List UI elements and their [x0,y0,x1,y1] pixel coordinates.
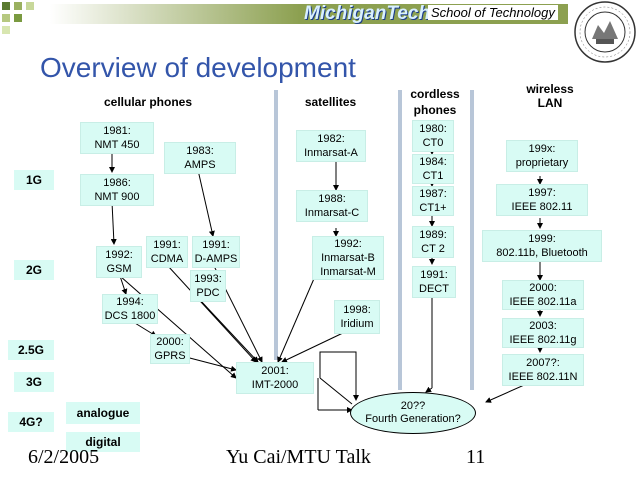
box-imt2000: 2001: IMT-2000 [236,362,314,394]
brand-logo: MichiganTech [304,3,430,24]
box-damps: 1991: D-AMPS [192,236,240,268]
legend-analogue: analogue [66,402,140,424]
gen-4g: 4G? [8,412,54,432]
box-nmt450: 1981: NMT 450 [80,122,154,154]
gen-2g: 2G [14,260,54,280]
box-ct0: 1980: CT0 [412,120,454,152]
box-bluetooth: 1999: 802.11b, Bluetooth [482,230,602,262]
column-header-wireless: wireless LAN [526,82,574,110]
box-nmt900: 1986: NMT 900 [80,174,154,206]
box-ct1plus: 1987: CT1+ [412,186,454,216]
box-dcs1800: 1994: DCS 1800 [102,294,158,324]
box-ieee80211g: 2003: IEEE 802.11g [502,318,584,348]
box-ct2: 1989: CT 2 [412,226,454,258]
column-header-cordless: cordless phones [410,87,460,117]
divider-wireless [470,90,474,390]
gen-2-5g: 2.5G [8,340,54,360]
divider-cordless [398,90,402,390]
gen-3g: 3G [14,372,54,392]
footer-author: Yu Cai/MTU Talk [226,446,371,468]
footer-date: 6/2/2005 [28,446,100,468]
box-dect: 1991: DECT [412,266,456,298]
column-header-cellular: cellular phones [103,95,193,109]
box-ieee80211: 1997: IEEE 802.11 [496,184,588,216]
box-ieee80211a: 2000: IEEE 802.11a [502,280,584,310]
slide-title: Overview of development [40,52,356,83]
box-gsm: 1992: GSM [96,246,142,278]
gen-1g: 1G [14,170,54,190]
legend-digital: digital [66,432,140,452]
box-proprietary: 199x: proprietary [506,140,578,172]
column-header-satellites: satellites [304,95,357,109]
university-seal [574,1,636,63]
box-ct1: 1984: CT1 [412,154,454,184]
header-bar-fade [50,4,300,24]
box-amps: 1983: AMPS [164,142,236,174]
box-iridium: 1998: Iridium [334,300,380,334]
fourth-generation-ellipse: 20?? Fourth Generation? [350,392,476,434]
box-ieee80211n: 2007?: IEEE 802.11N [502,354,584,386]
footer-page-number: 11 [466,446,486,468]
box-inmarsat-c: 1988: Inmarsat-C [296,190,368,222]
divider-satellites [274,90,278,360]
box-inmarsat-bm: 1992: Inmarsat-B Inmarsat-M [312,236,384,280]
box-cdma: 1991: CDMA [146,236,188,268]
box-gprs: 2000: GPRS [150,334,190,364]
school-name: School of Technology [428,5,558,20]
box-inmarsat-a: 1982: Inmarsat-A [296,130,366,162]
box-pdc: 1993: PDC [190,270,226,302]
